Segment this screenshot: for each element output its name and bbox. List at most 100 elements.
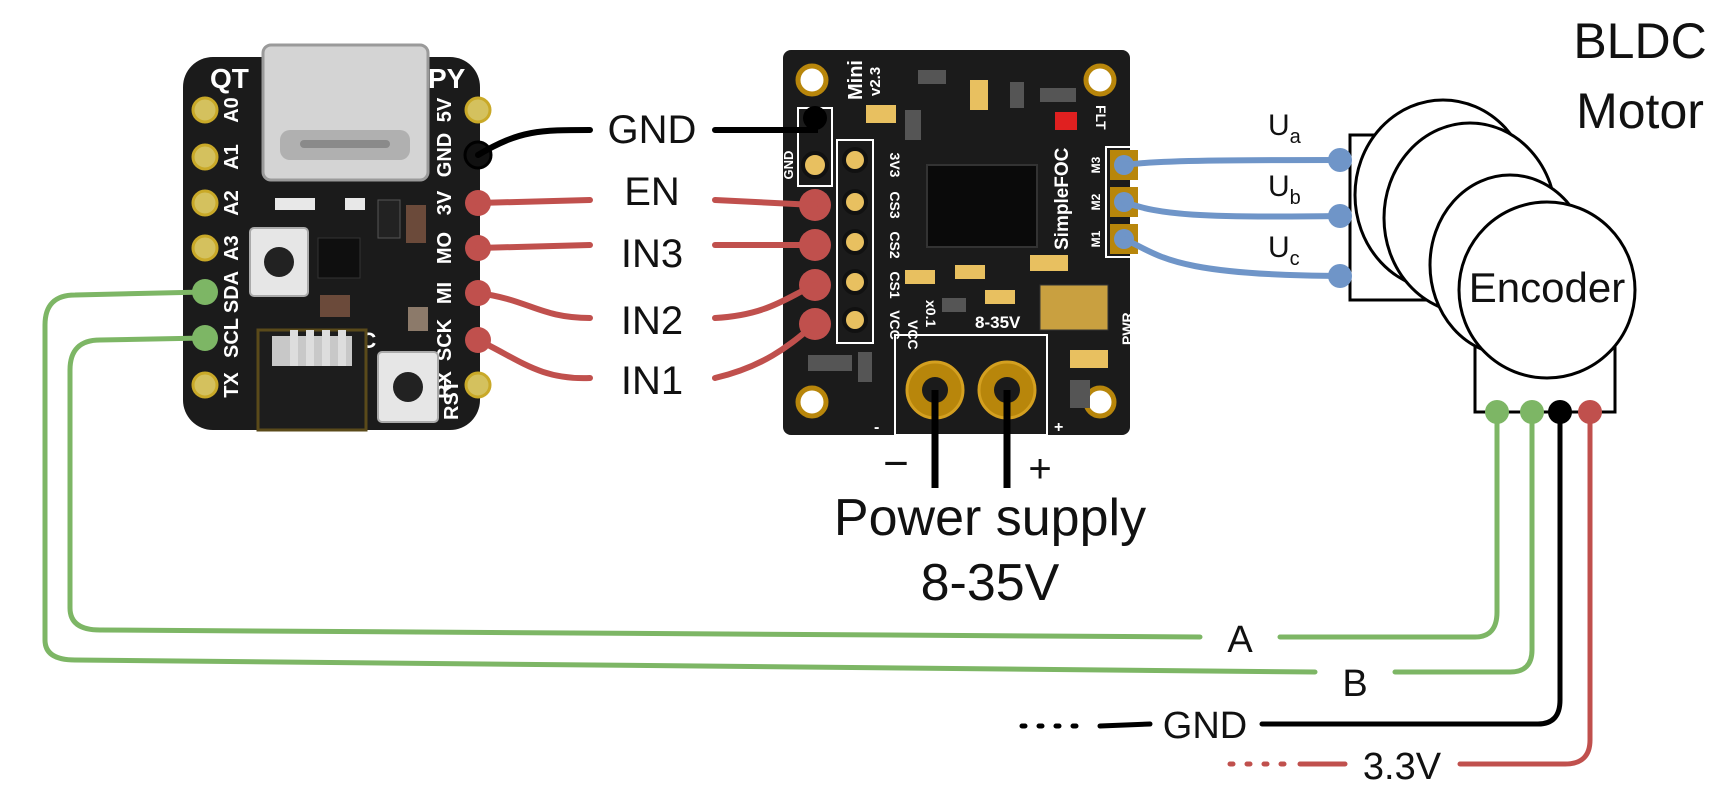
qtpy-left-pins: [191, 96, 219, 399]
driver-header-label: GND: [781, 151, 796, 180]
qtpy-brand-right: PY: [428, 63, 466, 94]
qtpy-brand-left: QT: [210, 63, 249, 94]
power-supply: − + Power supply 8-35V: [834, 390, 1146, 612]
encoder-wire-label-3v3: 3.3V: [1363, 746, 1442, 788]
wire-in3-left: [475, 242, 593, 251]
wire-gnd-left: [475, 127, 593, 158]
phase-terminal-b: [1328, 204, 1352, 228]
pin-label: TX: [221, 372, 243, 398]
motor-pin-label: M3: [1089, 156, 1103, 173]
wire-en-left: [475, 197, 593, 206]
signal-labels: GND EN IN3 IN2 IN1: [608, 108, 697, 403]
phase-wire-a: [1121, 157, 1343, 168]
encoder-wire-a-right: [1277, 409, 1500, 640]
phase-label-a: Ua: [1268, 109, 1302, 148]
power-minus-label: −: [883, 439, 909, 488]
encoder-wire-gnd-lead: [1097, 721, 1153, 729]
pin-pad-tx: [191, 371, 219, 399]
pin-label: A3: [221, 235, 243, 261]
pin-label: 5V: [434, 97, 456, 122]
pin-label: A0: [221, 97, 243, 123]
signal-label-in3: IN3: [621, 232, 683, 276]
driver-header-label: 3V3: [887, 153, 903, 178]
driver-header-label: VCC: [887, 310, 903, 340]
pin-label: 3V: [434, 190, 456, 215]
driver-name: SimpleFOC: [1052, 147, 1073, 250]
pin-label: MO: [434, 232, 456, 264]
motor-pin-label: M2: [1089, 193, 1103, 210]
phase-labels: Ua Ub Uc: [1268, 109, 1302, 270]
qtpy-right-labels: 5V GND 3V MO MI SCK RX: [434, 97, 456, 399]
driver-pad-gnd: [801, 151, 829, 179]
pin-label: A1: [221, 144, 243, 170]
pin-pad-rx: [464, 371, 492, 399]
driver-header-label: CS2: [887, 231, 903, 258]
power-range-label: 8-35V: [921, 554, 1060, 612]
encoder-wires: [42, 289, 1593, 767]
wire-in1-left: [475, 337, 593, 382]
pin-pad-5v: [464, 96, 492, 124]
encoder-pin-gnd: [1548, 400, 1572, 424]
driver-version: v2.3: [867, 67, 884, 96]
phase-label-c: Uc: [1268, 231, 1300, 270]
driver-plus-silk: +: [1054, 419, 1063, 436]
flt-label: FLT: [1093, 105, 1109, 130]
encoder-wire-labels: A B GND 3.3V: [1163, 619, 1442, 788]
signal-label-in1: IN1: [621, 359, 683, 403]
signal-label-gnd: GND: [608, 108, 697, 152]
phase-wires: [1121, 157, 1343, 279]
capacitor: [1039, 284, 1109, 331]
encoder-wire-b-left: [42, 289, 1318, 675]
range-label: 8-35V: [975, 313, 1021, 332]
qtpy-left-labels: A0 A1 A2 A3 SDA SCL TX: [221, 97, 243, 398]
power-terminal: [894, 334, 1048, 436]
phase-label-b: Ub: [1268, 170, 1301, 209]
wire-en-right: [712, 197, 818, 208]
rst-label: RST: [441, 380, 463, 420]
pin-pad-a2: [191, 189, 219, 217]
pwr-label: PWR: [1119, 312, 1135, 345]
phase-wire-b: [1121, 199, 1343, 220]
wire-in2-right: [712, 282, 818, 321]
pin-label: MI: [434, 282, 456, 304]
pin-label: SDA: [221, 271, 243, 313]
power-label: Power supply: [834, 489, 1146, 547]
driver-model: Mini: [845, 60, 867, 100]
signal-label-in2: IN2: [621, 299, 683, 343]
encoder-pin-a: [1485, 400, 1509, 424]
encoder-wire-b-right: [1392, 409, 1535, 675]
power-plus-label: +: [1028, 447, 1051, 491]
encoder-wire-label-gnd: GND: [1163, 705, 1247, 747]
encoder-disc: [1457, 200, 1637, 380]
phase-wire-c: [1121, 236, 1343, 279]
bldc-motor: BLDC Motor Encoder: [1348, 13, 1707, 414]
signal-wires: [475, 115, 818, 382]
encoder-label: Encoder: [1469, 264, 1625, 311]
motor-pin-label: M1: [1089, 230, 1103, 247]
driver-chip: [926, 164, 1038, 248]
phase-terminal-c: [1328, 264, 1352, 288]
wire-in1-right: [712, 321, 818, 381]
qtpy-board: QT PY A0 A1 A2 A3 SDA SCL TX: [183, 43, 493, 432]
encoder-wire-a-left: [67, 335, 1203, 640]
simplefoc-board: GND 3V3 CS3 CS2 CS1 VCC Mini v2.3 Simple…: [781, 50, 1143, 436]
motor-title-line2: Motor: [1576, 83, 1704, 139]
x01-label: x0.1: [923, 300, 939, 327]
driver-header-label: CS1: [887, 271, 903, 298]
pin-label: RX: [434, 370, 456, 398]
encoder-pin-b: [1520, 400, 1544, 424]
driver-minus-silk: -: [874, 419, 879, 436]
pin-pad-a1: [191, 143, 219, 171]
pin-label: SCK: [434, 318, 456, 361]
pin-label: A2: [221, 190, 243, 216]
encoder-wire-label-a: A: [1227, 619, 1253, 661]
pin-label: SCL: [221, 318, 243, 358]
encoder-wire-3v3: [1457, 409, 1593, 767]
wire-in2-left: [475, 290, 593, 321]
phase-terminal-a: [1328, 148, 1352, 172]
driver-header-label: CS3: [887, 191, 903, 218]
pin-pad-a3: [191, 234, 219, 262]
encoder-wire-label-b: B: [1342, 663, 1367, 705]
pin-label: GND: [434, 133, 456, 177]
